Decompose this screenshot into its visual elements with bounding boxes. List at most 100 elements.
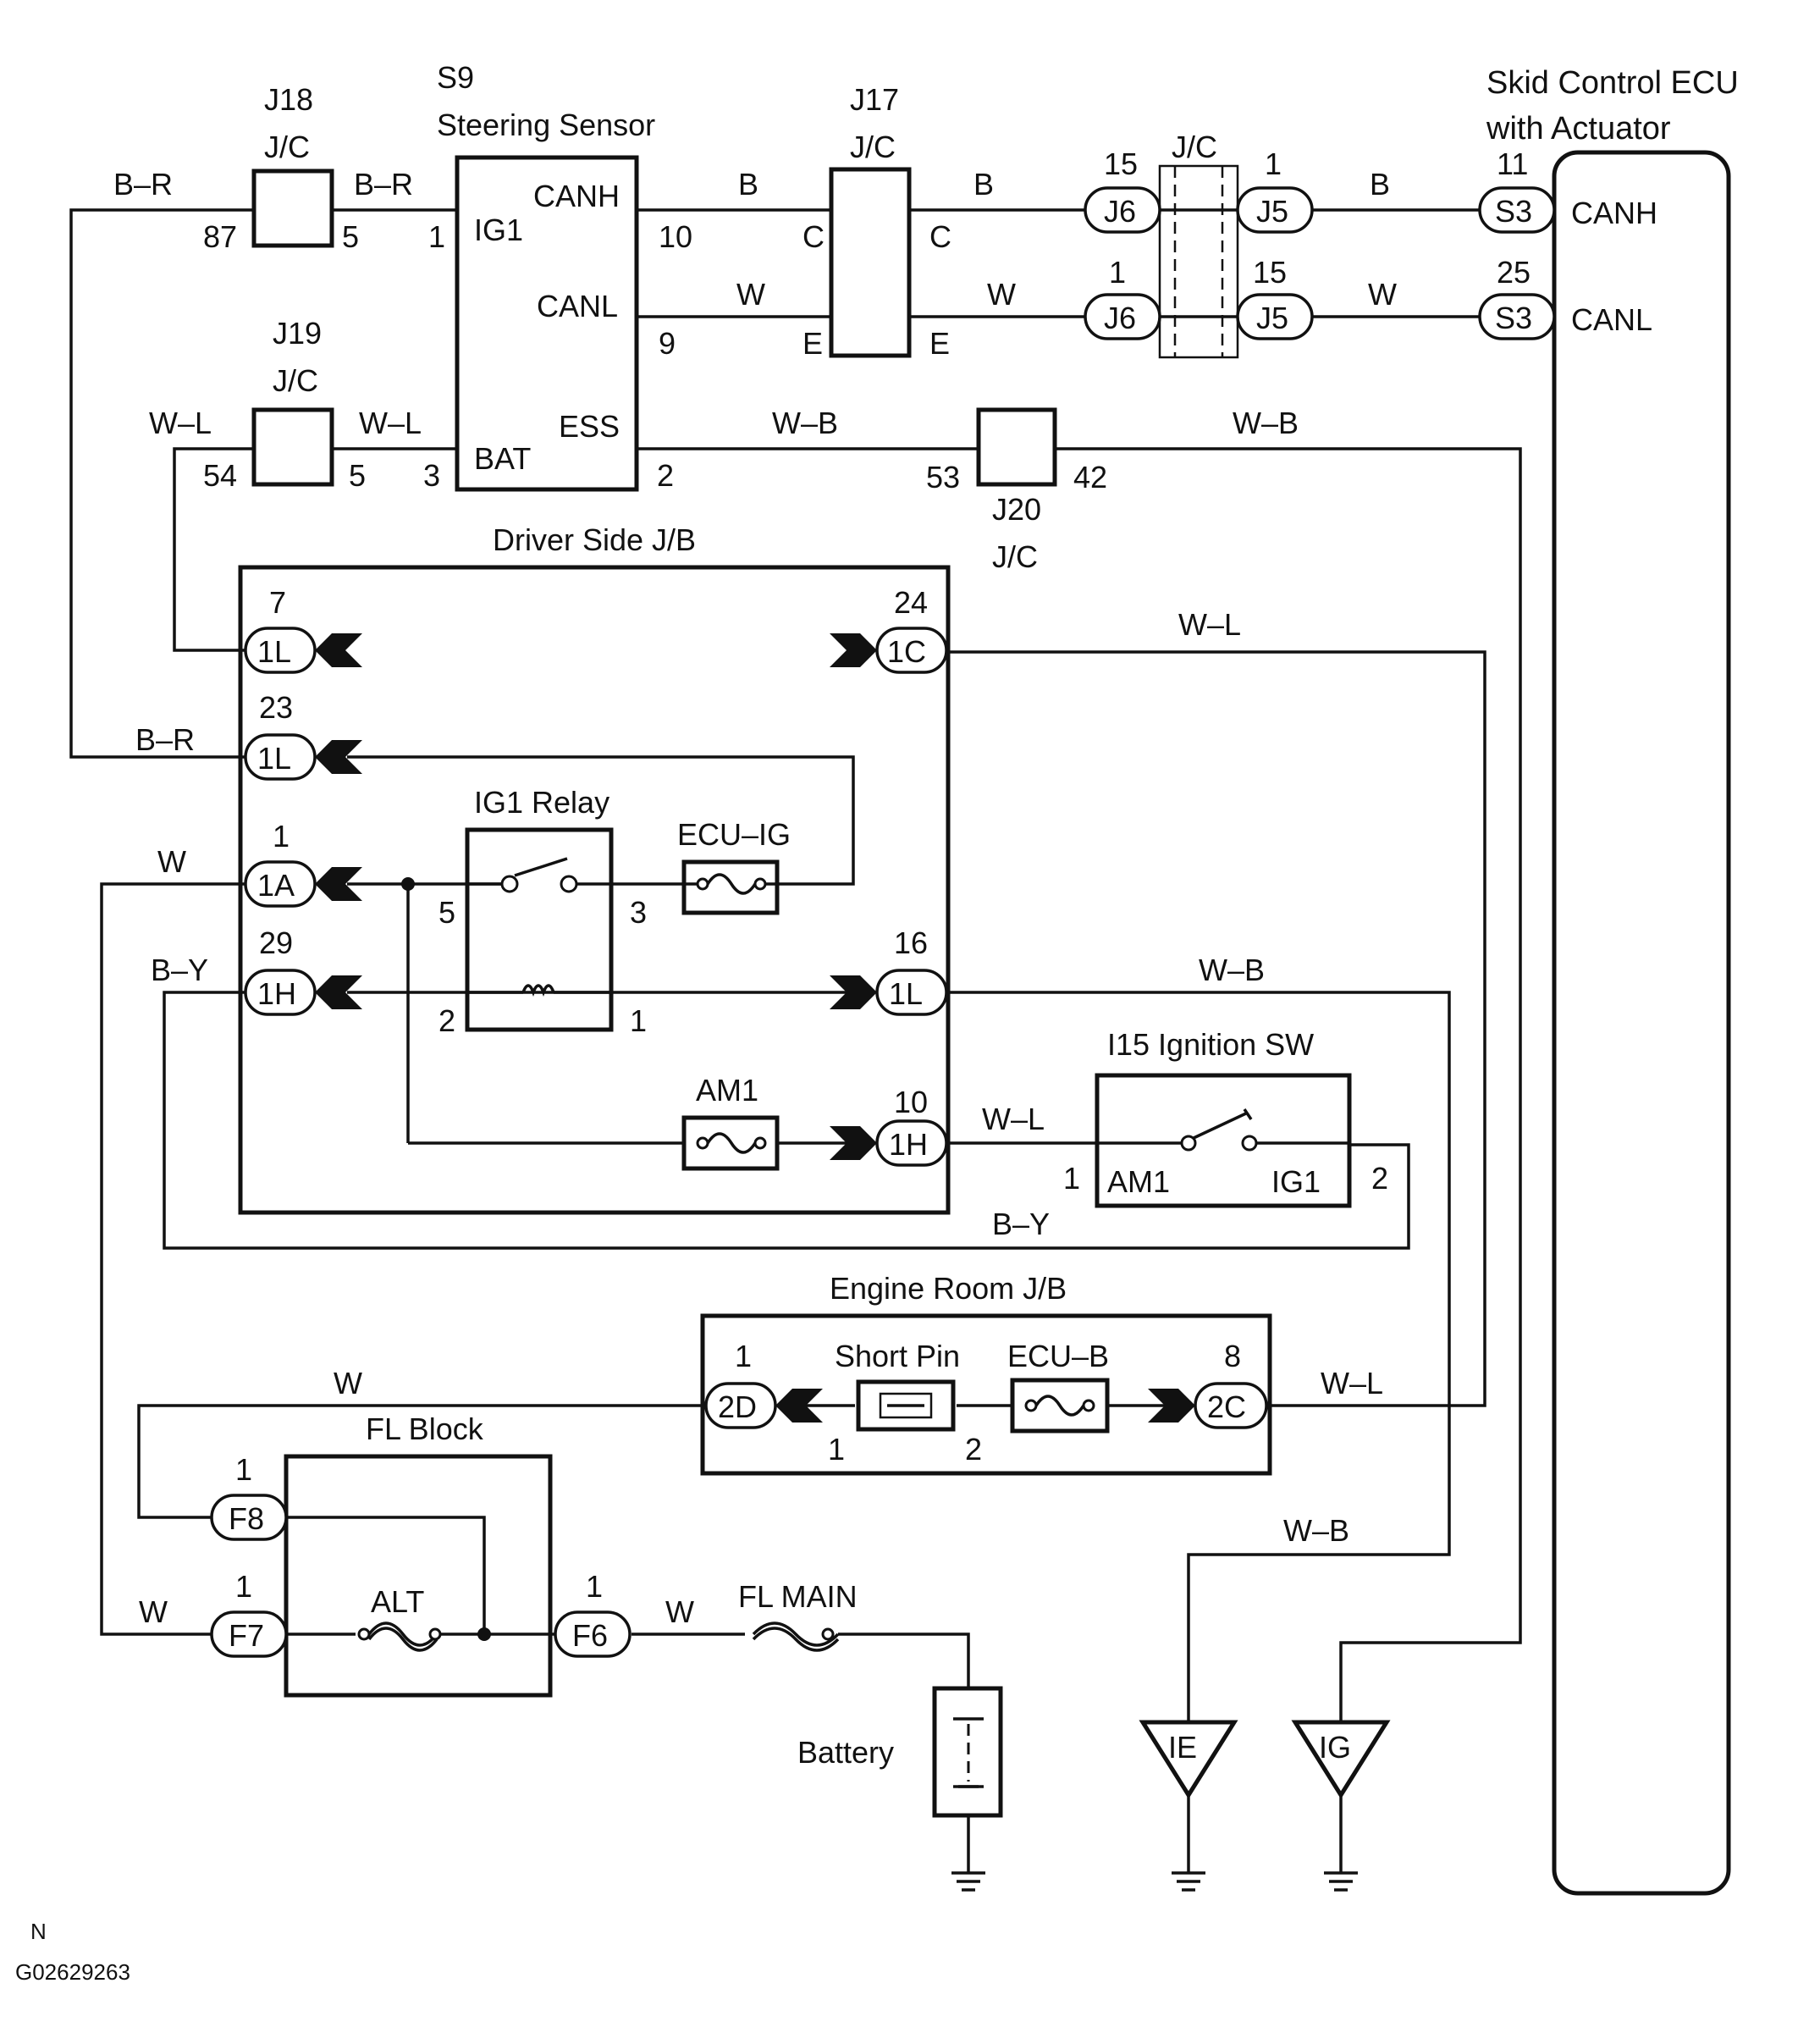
chevron-right-icon	[830, 1126, 877, 1160]
relay-pin-3: 3	[630, 895, 647, 930]
coil-icon	[521, 984, 555, 997]
svg-text:J6: J6	[1104, 194, 1136, 229]
connector-j6-bottom: J6	[1084, 293, 1161, 340]
j20-pin-right: 42	[1073, 460, 1107, 494]
driver-jb-title: Driver Side J/B	[493, 522, 696, 557]
ground-ig-label: IG	[1319, 1730, 1351, 1765]
connector-s3-canh: S3	[1478, 186, 1556, 234]
j20-id: J20	[992, 492, 1041, 527]
wire-label: B	[738, 167, 758, 202]
j20-pin-left: 53	[926, 460, 960, 494]
ecu-ig-fuse: ECU–IG	[677, 817, 791, 915]
pin-f7: 1	[235, 1569, 252, 1604]
pin-1h-29: 29	[259, 925, 293, 960]
connector-j6-top: J6	[1084, 186, 1161, 234]
svg-text:S3: S3	[1495, 194, 1532, 229]
wire-label: B–Y	[151, 953, 208, 987]
ecu-ig-label: ECU–IG	[677, 817, 791, 852]
pin-f8: 1	[235, 1452, 252, 1487]
wire-label: W–B	[772, 406, 838, 440]
pin-j5-top: 1	[1265, 146, 1282, 181]
ecu-b-fuse: ECU–B	[1007, 1339, 1110, 1434]
alt-fusible-link: ALT	[357, 1584, 442, 1652]
alt-label: ALT	[371, 1584, 424, 1619]
steering-sensor: S9 Steering Sensor IG1 CANH CANL BAT ESS…	[423, 60, 692, 493]
ground-symbols: IE IG	[951, 1720, 1391, 1892]
wire-label: W–B	[1233, 406, 1299, 440]
relay-pin-1: 1	[630, 1003, 647, 1038]
short-pin-label: Short Pin	[835, 1339, 960, 1373]
jc-j6-j5: J/C J6 J5 J6 J5 15 1 1 15	[1084, 130, 1314, 359]
wire-label: B–R	[354, 167, 413, 202]
wire-label: W–L	[982, 1102, 1045, 1136]
ground-icon	[1324, 1871, 1358, 1892]
svg-text:S3: S3	[1495, 301, 1532, 335]
steering-canh-label: CANH	[533, 179, 620, 213]
chevron-right-icon	[830, 633, 877, 667]
svg-text:J5: J5	[1256, 301, 1288, 335]
j19-type: J/C	[273, 363, 318, 398]
ecu-pin-canh: 11	[1497, 146, 1528, 181]
ground-point-ig: IG	[1291, 1720, 1391, 1799]
wire-label: W	[157, 844, 186, 879]
svg-text:F8: F8	[229, 1501, 264, 1536]
pin-2c: 8	[1224, 1339, 1241, 1373]
steering-pin-ess: 2	[657, 458, 674, 493]
fuse-icon	[1034, 1395, 1085, 1417]
pin-2d: 1	[735, 1339, 752, 1373]
pin-1a-1: 1	[273, 819, 290, 854]
wire-label: B	[1370, 167, 1390, 202]
fl-block-title: FL Block	[366, 1411, 484, 1446]
connector-j5-top: J5	[1236, 186, 1314, 234]
chevron-left-icon	[775, 1389, 823, 1423]
wire-label: W–B	[1283, 1513, 1349, 1548]
pin-1c-24: 24	[894, 585, 928, 620]
svg-text:1C: 1C	[887, 634, 926, 669]
svg-text:F6: F6	[572, 1618, 608, 1653]
connector-1a-1: 1A	[244, 860, 317, 908]
chevron-left-icon	[315, 740, 362, 774]
j18-junction: J18 J/C 87 5	[203, 82, 359, 254]
steering-sensor-id: S9	[437, 60, 474, 95]
ign-sw-am1: AM1	[1107, 1164, 1170, 1199]
j19-pin-right: 5	[349, 458, 366, 493]
steering-ess-label: ESS	[559, 409, 620, 444]
jc-mid-label: J/C	[1172, 130, 1217, 164]
ecu-title-line1: Skid Control ECU	[1486, 65, 1739, 101]
wire-label: W	[987, 277, 1016, 312]
battery-label: Battery	[797, 1735, 894, 1770]
pin-j6-bottom: 1	[1109, 255, 1126, 290]
j17-pin-e-left: E	[802, 326, 823, 361]
wire-label: W–L	[1178, 607, 1241, 642]
j17-pin-c-right: C	[929, 219, 951, 254]
fuse-icon	[706, 873, 757, 895]
ecu-b-label: ECU–B	[1007, 1339, 1109, 1373]
steering-pin-ig1: 1	[428, 219, 445, 254]
wire-label: B–Y	[992, 1207, 1050, 1241]
ground-point-ie: IE	[1139, 1720, 1238, 1799]
pin-1l-7: 7	[269, 585, 286, 620]
svg-text:1H: 1H	[257, 976, 296, 1011]
footer-letter: N	[30, 1919, 47, 1944]
ign-sw-pin-1: 1	[1063, 1161, 1080, 1196]
connector-f8: F8	[210, 1494, 288, 1541]
splice-dot	[401, 877, 415, 891]
fl-block: FL Block F8 1 F7 1 F6 1 ALT	[210, 1411, 632, 1698]
wire-label: W–L	[359, 406, 422, 440]
connector-f6: F6	[554, 1610, 632, 1658]
chevron-left-icon	[315, 867, 362, 901]
am1-fuse: AM1	[681, 1073, 780, 1171]
j20-junction: 53 42 J20 J/C	[926, 407, 1107, 574]
steering-canl-label: CANL	[537, 289, 618, 323]
pin-1l-23: 23	[259, 690, 293, 725]
wire-label: W	[334, 1366, 362, 1400]
svg-text:1L: 1L	[889, 976, 923, 1011]
svg-text:1A: 1A	[257, 868, 295, 903]
svg-text:J5: J5	[1256, 194, 1288, 229]
connector-2d: 2D	[704, 1382, 777, 1429]
ecu-title-line2: with Actuator	[1486, 111, 1671, 146]
ecu-canh-label: CANH	[1571, 196, 1657, 230]
ground-icon	[1172, 1871, 1205, 1892]
short-pin-1: 1	[828, 1432, 845, 1467]
